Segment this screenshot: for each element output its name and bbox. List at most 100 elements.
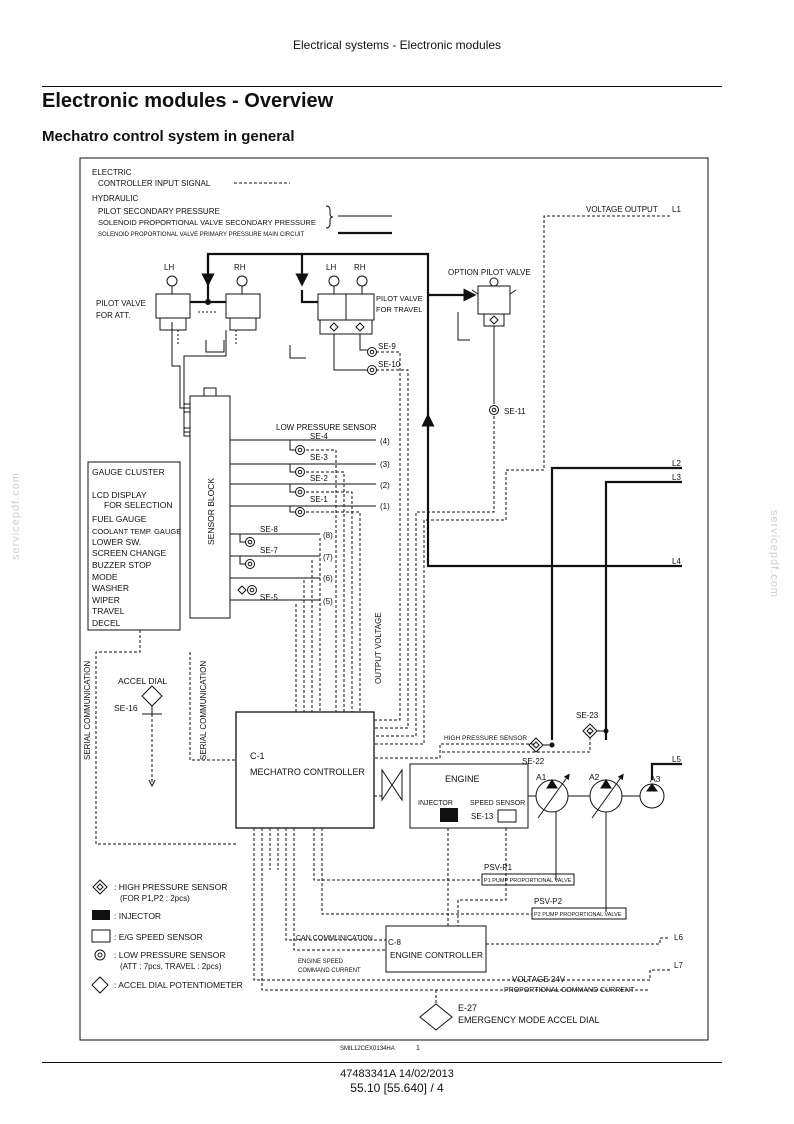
gauge-cluster-box	[87, 461, 181, 631]
injector-label: INJECTOR	[418, 800, 453, 807]
se10-sensor-icon	[367, 365, 377, 375]
voltage-output-label: VOLTAGE OUTPUT	[586, 205, 658, 214]
gauge-item-buzzer-stop: BUZZER STOP	[92, 560, 152, 570]
line-l2-label: L2	[672, 459, 681, 468]
se9-label: SE-9	[378, 342, 396, 351]
legend-top: ELECTRIC CONTROLLER INPUT SIGNAL HYDRAUL…	[92, 168, 392, 238]
e27-dial-icon	[419, 1003, 453, 1031]
se9-sensor-icon	[367, 347, 377, 357]
footer-rule	[42, 1062, 722, 1063]
se23-label: SE-23	[576, 711, 599, 720]
line-l6-label: L6	[674, 933, 683, 942]
se22-label: SE-22	[522, 757, 545, 766]
legend-accel-pot: : ACCEL DIAL POTENTIOMETER	[114, 980, 243, 990]
engine-speed-label-1: ENGINE SPEED	[298, 959, 344, 965]
footer-doc: 47483341A 14/02/2013	[340, 1068, 454, 1080]
diagram-frame	[79, 157, 709, 1041]
mechatro-controller-label: MECHATRO CONTROLLER	[250, 767, 365, 777]
line-l4-label: L4	[672, 557, 681, 566]
serial-comm-label-2: SERIAL COMMUNICATION	[199, 661, 208, 760]
p2-pump-valve-label: P2 PUMP PROPORTIONAL VALVE	[534, 912, 622, 918]
speed-sensor-icon	[497, 809, 517, 823]
legend-hp-sensor-2: (FOR P1,P2 : 2pcs)	[120, 894, 190, 903]
se23-sensor-icon	[582, 723, 598, 739]
se16-label: SE-16	[114, 703, 138, 713]
port-6-label: (6)	[323, 574, 333, 583]
mechatro-controller-box	[235, 711, 375, 829]
c8-label: C-8	[388, 938, 401, 947]
legend-electric: ELECTRIC	[92, 168, 132, 177]
pump-a3-label: A3	[650, 774, 661, 784]
low-pressure-sensor-label: LOW PRESSURE SENSOR	[276, 423, 377, 432]
engine-controller-box	[385, 925, 487, 973]
port-8-label: (8)	[323, 531, 333, 540]
pilot-travel-lh-label: LH	[326, 263, 336, 272]
option-pilot-valve	[457, 277, 517, 415]
pilot-valve-att-label-2: FOR ATT.	[96, 311, 131, 320]
throttle-symbol	[381, 768, 403, 802]
pilot-valve-att-label-1: PILOT VALVE	[96, 299, 146, 308]
gauge-item-wiper: WIPER	[92, 595, 120, 605]
sensor-lines-lower	[230, 533, 320, 601]
se13-label: SE-13	[471, 812, 494, 821]
high-pressure-sensor-label: HIGH PRESSURE SENSOR	[444, 735, 527, 742]
line-l7-label: L7	[674, 961, 683, 970]
line-l3-label: L3	[672, 473, 681, 482]
prop-command-current-label: PROPORTIONAL COMMAND CURRENT	[504, 987, 635, 994]
serial-comm-line-2	[189, 652, 236, 761]
port-3-label: (3)	[380, 460, 390, 469]
footer-page: 55.10 [55.640] / 4	[350, 1081, 444, 1095]
controller-output-lines	[253, 795, 670, 991]
legend-injector: : INJECTOR	[114, 911, 161, 921]
injector-icon	[440, 808, 458, 822]
se4-label: SE-4	[310, 432, 328, 441]
pump-a1-label: A1	[536, 772, 547, 782]
gauge-cluster-title: GAUGE CLUSTER	[92, 467, 165, 477]
legend-lp-sensor-2: (ATT : 7pcs, TRAVEL : 2pcs)	[120, 962, 222, 971]
voltage-24v-label: VOLTAGE 24V	[512, 975, 566, 984]
engine-label: ENGINE	[445, 774, 480, 784]
legend-eg-speed: : E/G SPEED SENSOR	[114, 932, 203, 942]
figure-code: SMIL12CEX0134HA	[340, 1046, 395, 1052]
port-5-label: (5)	[323, 597, 333, 606]
port-7-label: (7)	[323, 553, 333, 562]
se11-label: SE-11	[504, 407, 526, 416]
se22-sensor-icon	[528, 737, 544, 753]
se2-label: SE-2	[310, 474, 328, 483]
pilot-att-rh-label: RH	[234, 263, 246, 272]
se7-label: SE-7	[260, 546, 278, 555]
legend-bottom: : HIGH PRESSURE SENSOR (FOR P1,P2 : 2pcs…	[91, 879, 243, 994]
gauge-item-coolant: COOLANT TEMP. GAUGE	[92, 527, 181, 536]
gauge-item-selection: FOR SELECTION	[104, 500, 172, 510]
pilot-valve-att: LH RH	[155, 263, 261, 353]
serial-comm-label-1: SERIAL COMMUNICATION	[83, 661, 92, 760]
pilot-valve-travel-label-2: FOR TRAVEL	[376, 305, 422, 314]
se5-label: SE-5	[260, 593, 278, 602]
gauge-item-lcd: LCD DISPLAY	[92, 490, 147, 500]
gauge-cluster-list: GAUGE CLUSTER LCD DISPLAY FOR SELECTION …	[92, 467, 181, 628]
legend-electric-sub: CONTROLLER INPUT SIGNAL	[98, 179, 211, 188]
option-pilot-valve-label: OPTION PILOT VALVE	[448, 268, 531, 277]
output-voltage-label: OUTPUT VOLTAGE	[374, 612, 383, 684]
c1-label: C-1	[250, 751, 265, 761]
se8-label: SE-8	[260, 525, 278, 534]
legend-solenoid-primary: SOLENOID PROPORTIONAL VALVE PRIMARY PRES…	[98, 232, 305, 238]
gauge-item-fuel: FUEL GAUGE	[92, 514, 147, 524]
legend-hydraulic: HYDRAULIC	[92, 194, 138, 203]
gauge-item-screen-change: SCREEN CHANGE	[92, 548, 166, 558]
psv-p2-label: PSV-P2	[534, 897, 563, 906]
se3-label: SE-3	[310, 453, 328, 462]
page-subtitle: Mechatro control system in general	[42, 128, 295, 145]
speed-sensor-label: SPEED SENSOR	[470, 800, 525, 807]
legend-solenoid-secondary: SOLENOID PROPORTIONAL VALVE SECONDARY PR…	[98, 218, 316, 227]
can-comm-label: CAN COMMUNICATION	[296, 935, 373, 942]
pilot-valve-travel-label-1: PILOT VALVE	[376, 294, 423, 303]
se1-label: SE-1	[310, 495, 328, 504]
engine-controller-label: ENGINE CONTROLLER	[390, 950, 483, 960]
line-l5-label: L5	[672, 755, 681, 764]
port-1-label: (1)	[380, 502, 390, 511]
se10-label: SE-10	[378, 360, 401, 369]
accel-dial-label: ACCEL DIAL	[118, 676, 168, 686]
gauge-item-washer: WASHER	[92, 583, 129, 593]
